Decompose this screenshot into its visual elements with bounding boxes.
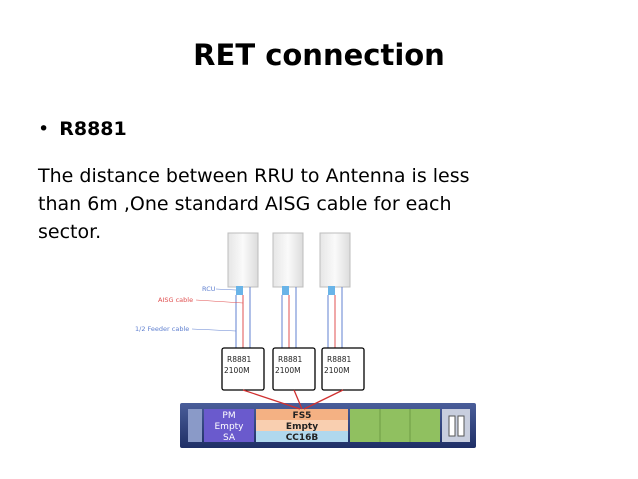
antenna-1 [227,232,259,288]
feeder-leader [191,328,237,332]
slot-sa: SA [223,433,236,443]
slot-fs5: FS5 [293,411,312,421]
fiber-3 [303,389,344,410]
rcu-leader [215,288,237,291]
aisg-cable-label: AISG cable [158,296,193,304]
rcu-2 [282,286,289,295]
description-line-2: than 6m ,One standard AISG cable for eac… [38,193,452,215]
bullet-text: R8881 [59,118,127,140]
bullet-item: • R8881 [38,118,127,140]
antenna-2 [272,232,304,288]
rru-2-band: 2100M [275,366,301,375]
rru-1-model: R8881 [227,355,252,364]
rru-3-band: 2100M [324,366,350,375]
rru-2: R8881 2100M [272,347,316,391]
aisg-leader [195,299,244,304]
rru-3: R8881 2100M [321,347,365,391]
rcu-3 [328,286,335,295]
slide-title: RET connection [193,38,445,72]
rru-1: R8881 2100M [221,347,265,391]
bullet-dot: • [38,118,50,140]
fiber-2 [293,389,303,410]
slot-empty-left: Empty [214,422,244,432]
slot-empty-mid: Empty [286,422,318,432]
description-paragraph: The distance between RRU to Antenna is l… [38,162,578,246]
rcu-label: RCU [202,285,216,293]
rru-2-model: R8881 [278,355,303,364]
description-line-1: The distance between RRU to Antenna is l… [38,165,470,187]
slot-cc16b: CC16B [286,433,319,443]
rru-3-model: R8881 [327,355,352,364]
rcu-1 [236,286,243,295]
bbu-rack: PM Empty SA FS5 Empty CC16B [180,403,476,448]
fiber-1 [242,389,301,410]
antenna-3 [319,232,351,288]
description-line-3: sector. [38,221,102,243]
slot-pm: PM [222,411,235,421]
feeder-cable-label: 1/2 Feeder cable [135,325,189,333]
rru-1-band: 2100M [224,366,250,375]
